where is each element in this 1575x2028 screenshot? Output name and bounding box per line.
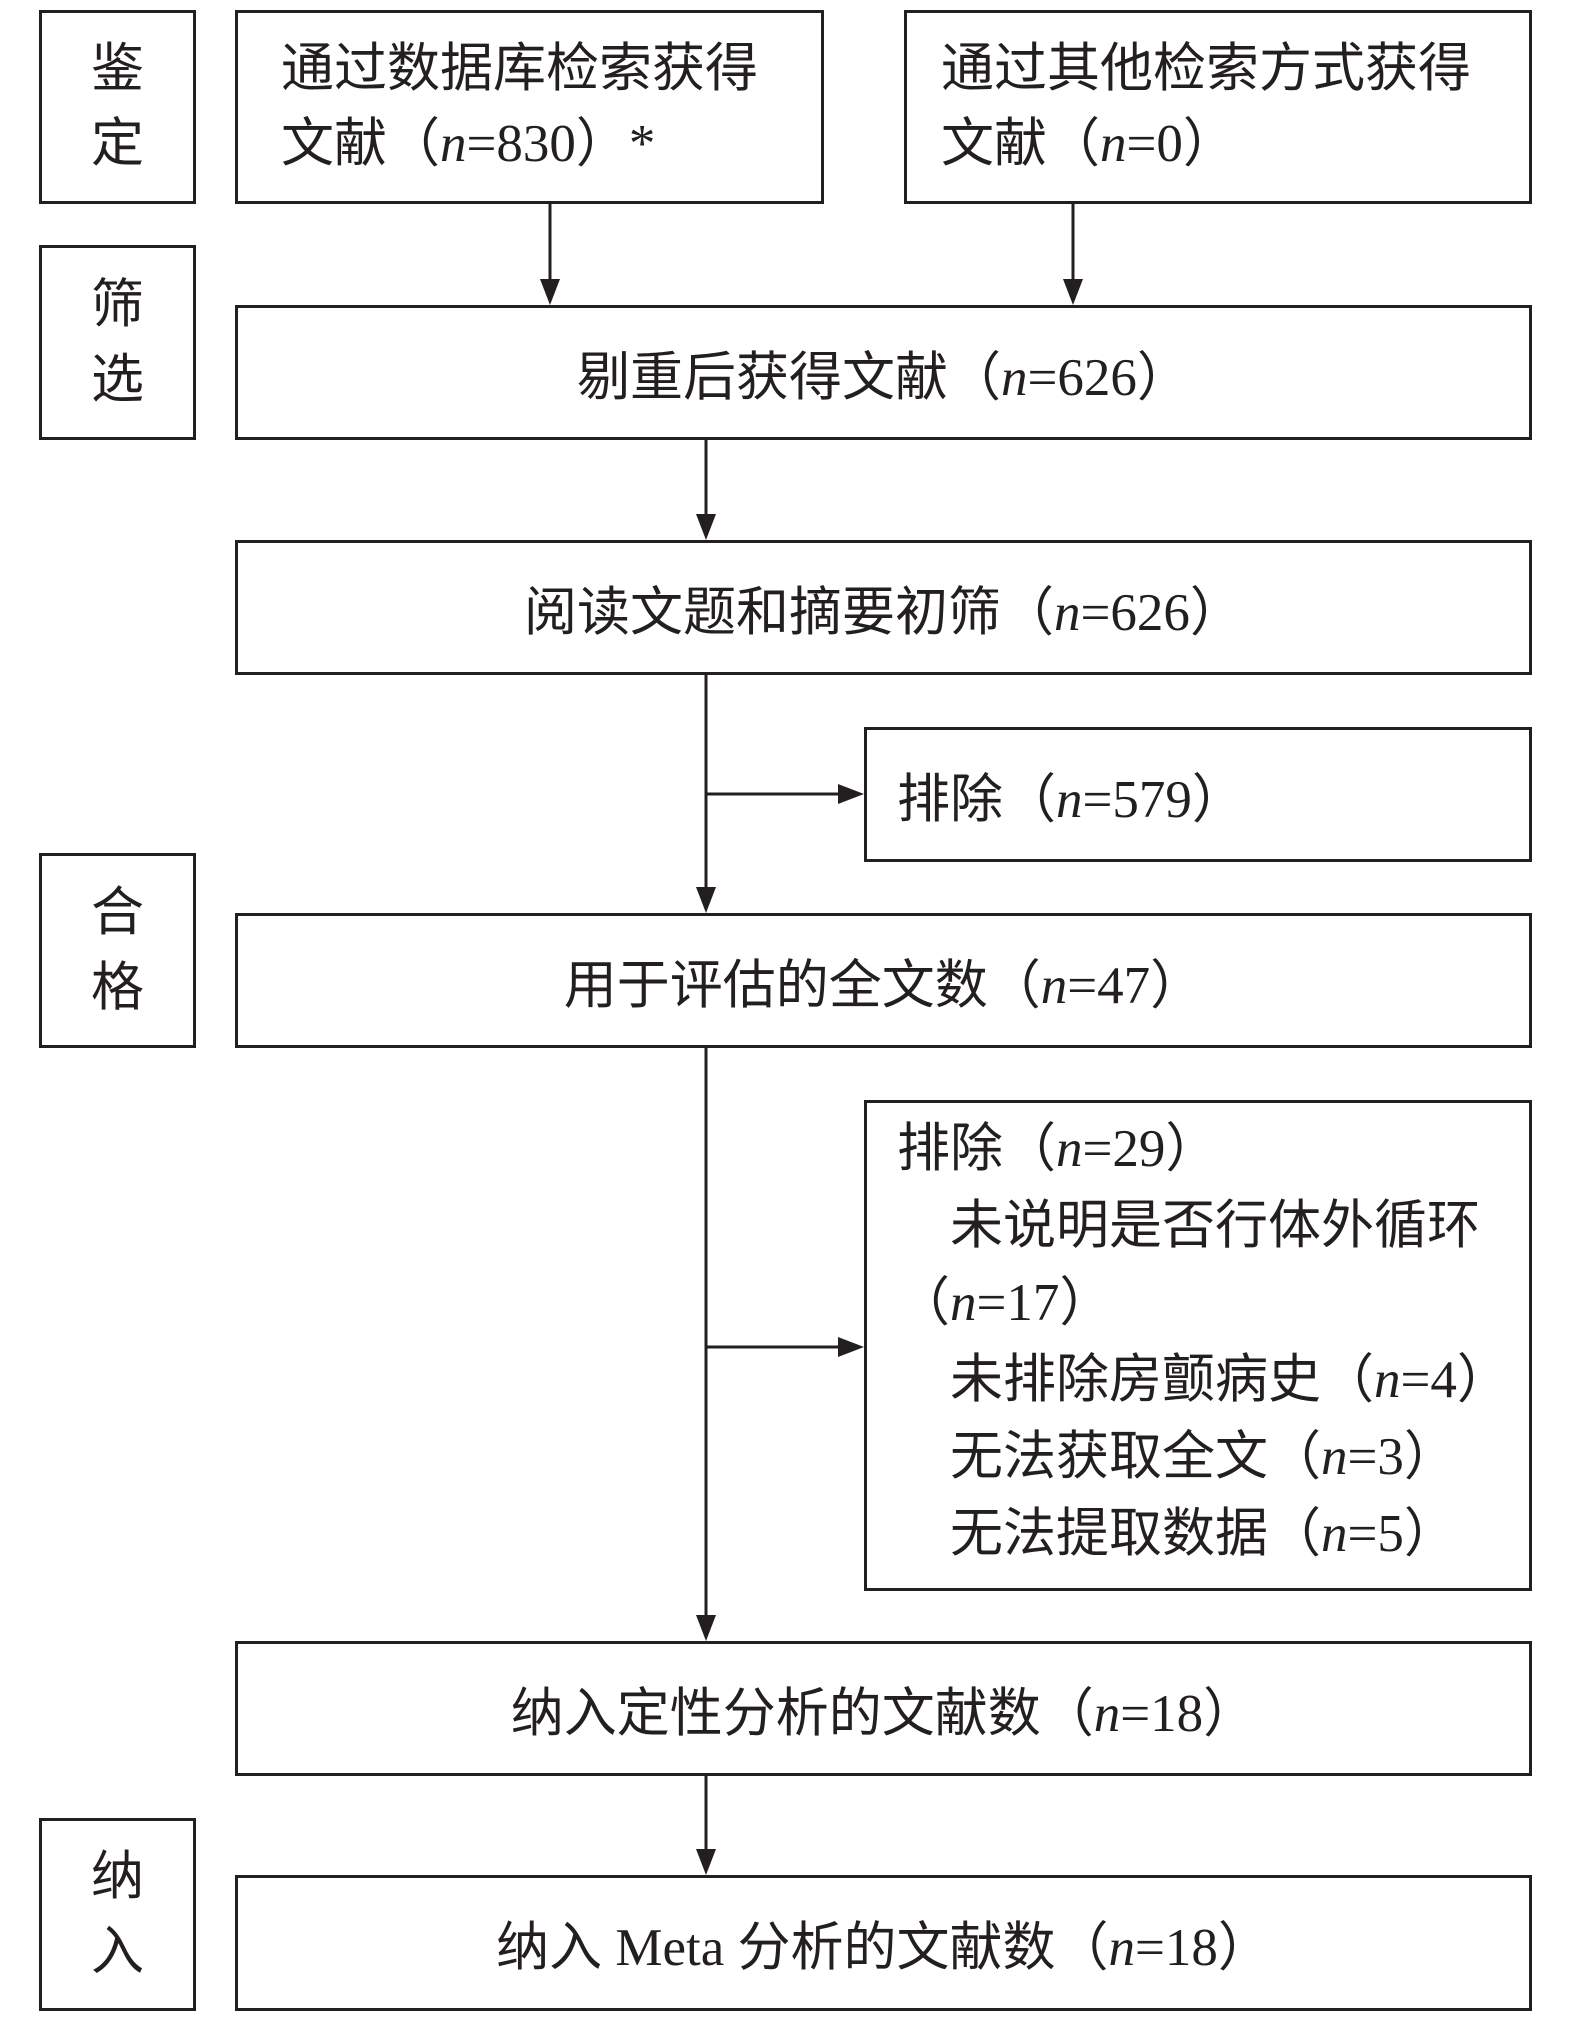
exclusion-reason: 无法提取数据（n=5） <box>897 1496 1529 1573</box>
arrowhead <box>540 279 560 305</box>
other-search-line1: 通过其他检索方式获得 <box>941 40 1471 98</box>
qualitative-synthesis-text: 纳入定性分析的文献数（n=18） <box>510 1684 1257 1743</box>
exclusion-reason-count: （n=17） <box>897 1274 1113 1332</box>
meta-analysis-box: 纳入 Meta 分析的文献数（n=18） <box>235 1875 1532 2011</box>
database-search-line2: 文献（n=830）* <box>281 115 656 173</box>
stage-identification-label: 鉴定 <box>90 40 144 173</box>
exclusion-reason-count: （n=3） <box>1268 1428 1457 1486</box>
n-variable: n <box>1093 1684 1121 1743</box>
arrowhead <box>696 1849 716 1875</box>
arrowhead <box>838 784 864 804</box>
exclusion-reason-label: 未说明是否行体外循环 <box>950 1197 1480 1255</box>
stage-eligibility: 合格 <box>39 853 196 1048</box>
n-variable: n <box>1056 1120 1083 1178</box>
exclusion-reason-count: （n=5） <box>1268 1505 1457 1563</box>
stage-included: 纳入 <box>39 1818 196 2011</box>
exclusion-reason-label: 无法提取数据 <box>950 1505 1268 1563</box>
n-variable: n <box>1321 1505 1348 1563</box>
exclusion-reason: 未排除房颤病史（n=4） <box>897 1342 1529 1419</box>
exclusion-reason: 未说明是否行体外循环 （n=17） <box>897 1188 1529 1342</box>
stage-identification: 鉴定 <box>39 10 196 204</box>
arrowhead <box>1063 279 1083 305</box>
arrowhead <box>696 887 716 913</box>
excluded-full-text-box: 排除（n=29） 未说明是否行体外循环 （n=17） 未排除房颤病史（n=4） 无… <box>864 1100 1532 1591</box>
deduplicated-text: 剔重后获得文献（n=626） <box>577 348 1190 407</box>
database-search-box: 通过数据库检索获得 文献（n=830）* <box>235 10 824 204</box>
n-variable: n <box>1001 348 1028 407</box>
n-variable: n <box>1100 115 1127 173</box>
other-search-box: 通过其他检索方式获得 文献（n=0） <box>904 10 1532 204</box>
other-search-line2: 文献（n=0） <box>941 115 1236 173</box>
arrowhead <box>838 1337 864 1357</box>
stage-included-label: 纳入 <box>90 1847 144 1981</box>
arrowhead <box>696 1615 716 1641</box>
n-variable: n <box>950 1274 977 1332</box>
database-search-line1: 通过数据库检索获得 <box>281 40 758 98</box>
excluded-screening-box: 排除（n=579） <box>864 727 1532 862</box>
exclusion-reason-count: （n=4） <box>1321 1351 1510 1409</box>
excluded-full-text-title: 排除（n=29） <box>897 1120 1219 1178</box>
meta-analysis-text: 纳入 Meta 分析的文献数（n=18） <box>496 1919 1271 1977</box>
stage-screening-label: 筛选 <box>90 275 144 409</box>
n-variable: n <box>1108 1919 1136 1977</box>
exclusion-reason-label: 未排除房颤病史 <box>950 1351 1321 1409</box>
stage-eligibility-label: 合格 <box>90 883 144 1017</box>
title-abstract-screening-text: 阅读文题和摘要初筛（n=626） <box>524 583 1243 642</box>
title-abstract-screening-box: 阅读文题和摘要初筛（n=626） <box>235 540 1532 675</box>
full-text-assessed-box: 用于评估的全文数（n=47） <box>235 913 1532 1048</box>
n-variable: n <box>1321 1428 1348 1486</box>
n-variable: n <box>1054 583 1081 642</box>
exclusion-reason-label: 无法获取全文 <box>950 1428 1268 1486</box>
full-text-assessed-text: 用于评估的全文数（n=47） <box>563 956 1204 1015</box>
n-variable: n <box>440 115 467 173</box>
n-variable: n <box>1040 956 1068 1015</box>
n-variable: n <box>1056 770 1083 829</box>
stage-screening: 筛选 <box>39 245 196 440</box>
excluded-screening-text: 排除（n=579） <box>897 770 1245 829</box>
qualitative-synthesis-box: 纳入定性分析的文献数（n=18） <box>235 1641 1532 1776</box>
arrowhead <box>696 514 716 540</box>
exclusion-reason: 无法获取全文（n=3） <box>897 1419 1529 1496</box>
n-variable: n <box>1374 1351 1401 1409</box>
deduplicated-box: 剔重后获得文献（n=626） <box>235 305 1532 440</box>
